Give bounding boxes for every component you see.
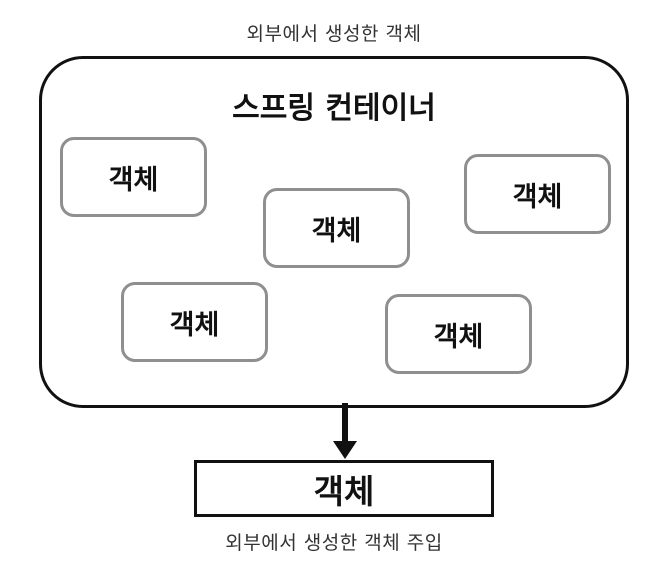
object-box: 객체	[60, 137, 207, 217]
bottom-caption: 외부에서 생성한 객체 주입	[225, 532, 443, 554]
object-box: 객체	[385, 294, 532, 374]
object-box: 객체	[121, 282, 268, 362]
injected-object-box: 객체	[194, 460, 494, 517]
top-caption: 외부에서 생성한 객체	[246, 23, 422, 45]
object-box: 객체	[263, 188, 410, 268]
container-title: 스프링 컨테이너	[232, 91, 436, 126]
down-arrow-icon	[333, 403, 357, 459]
object-box: 객체	[464, 154, 611, 234]
